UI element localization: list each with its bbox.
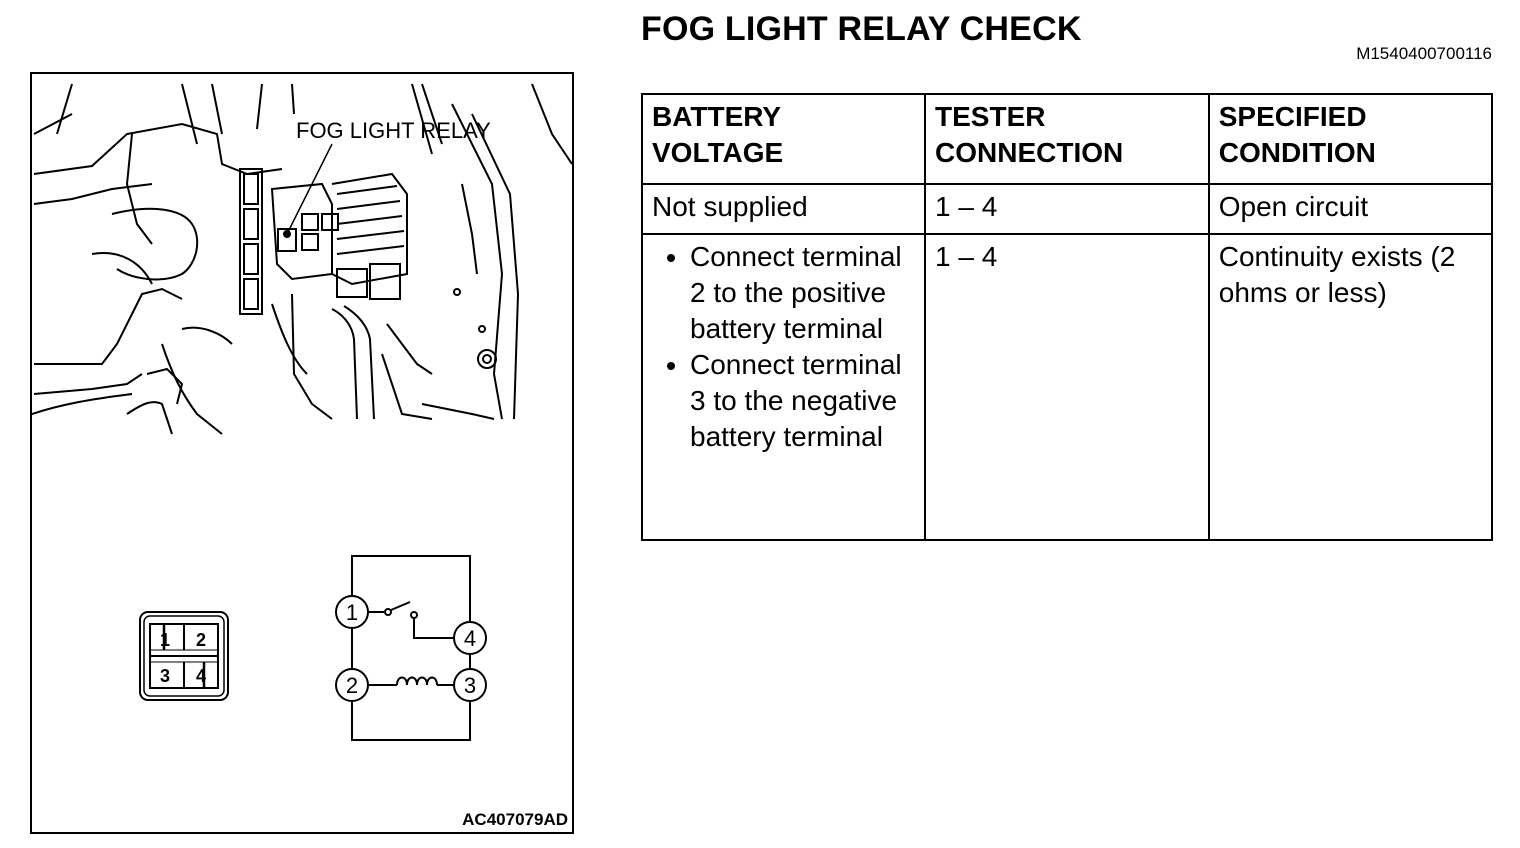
cell-specified-condition: Open circuit [1207, 183, 1494, 235]
circuit-terminal-3: 3 [464, 673, 476, 698]
circuit-terminal-4: 4 [464, 626, 476, 651]
cell-specified-condition: Continuity exists (2 ohms or less) [1207, 233, 1494, 541]
list-item: Connect terminal 2 to the positive batte… [690, 239, 916, 347]
cell-battery-voltage: Connect terminal 2 to the positive batte… [640, 233, 927, 541]
connector-pin-1: 1 [160, 630, 170, 650]
battery-condition-list: Connect terminal 2 to the positive batte… [652, 239, 916, 455]
callout-leader-line [286, 143, 333, 235]
figure-code: AC407079AD [462, 810, 568, 829]
list-item: Connect terminal 3 to the negative batte… [690, 347, 916, 455]
fog-light-relay-callout: FOG LIGHT RELAY [296, 118, 491, 143]
cell-battery-voltage: Not supplied [640, 183, 927, 235]
callout-dot [283, 230, 291, 238]
relay-circuit-diagram [335, 555, 487, 741]
cell-tester-connection: 1 – 4 [924, 183, 1210, 235]
cell-tester-connection: 1 – 4 [924, 233, 1210, 541]
document-id: M1540400700116 [1356, 44, 1492, 63]
relay-connector-face [139, 611, 229, 701]
connector-pin-3: 3 [160, 666, 170, 686]
circuit-terminal-1: 1 [346, 600, 358, 625]
relay-location-figure: 1 2 3 4 1 4 2 3 FOG LIGHT RELAY AC407079… [30, 72, 574, 834]
connector-pin-2: 2 [196, 630, 206, 650]
table-row: Not supplied 1 – 4 Open circuit [640, 183, 1494, 235]
page-title: FOG LIGHT RELAY CHECK [641, 10, 1082, 48]
engine-bay-illustration: 1 2 3 4 1 4 2 3 [32, 83, 572, 741]
circuit-terminal-2: 2 [346, 673, 358, 698]
engine-bay-drawing [32, 83, 572, 435]
table-row: Connect terminal 2 to the positive batte… [640, 233, 1494, 541]
connector-pin-4: 4 [196, 666, 206, 686]
